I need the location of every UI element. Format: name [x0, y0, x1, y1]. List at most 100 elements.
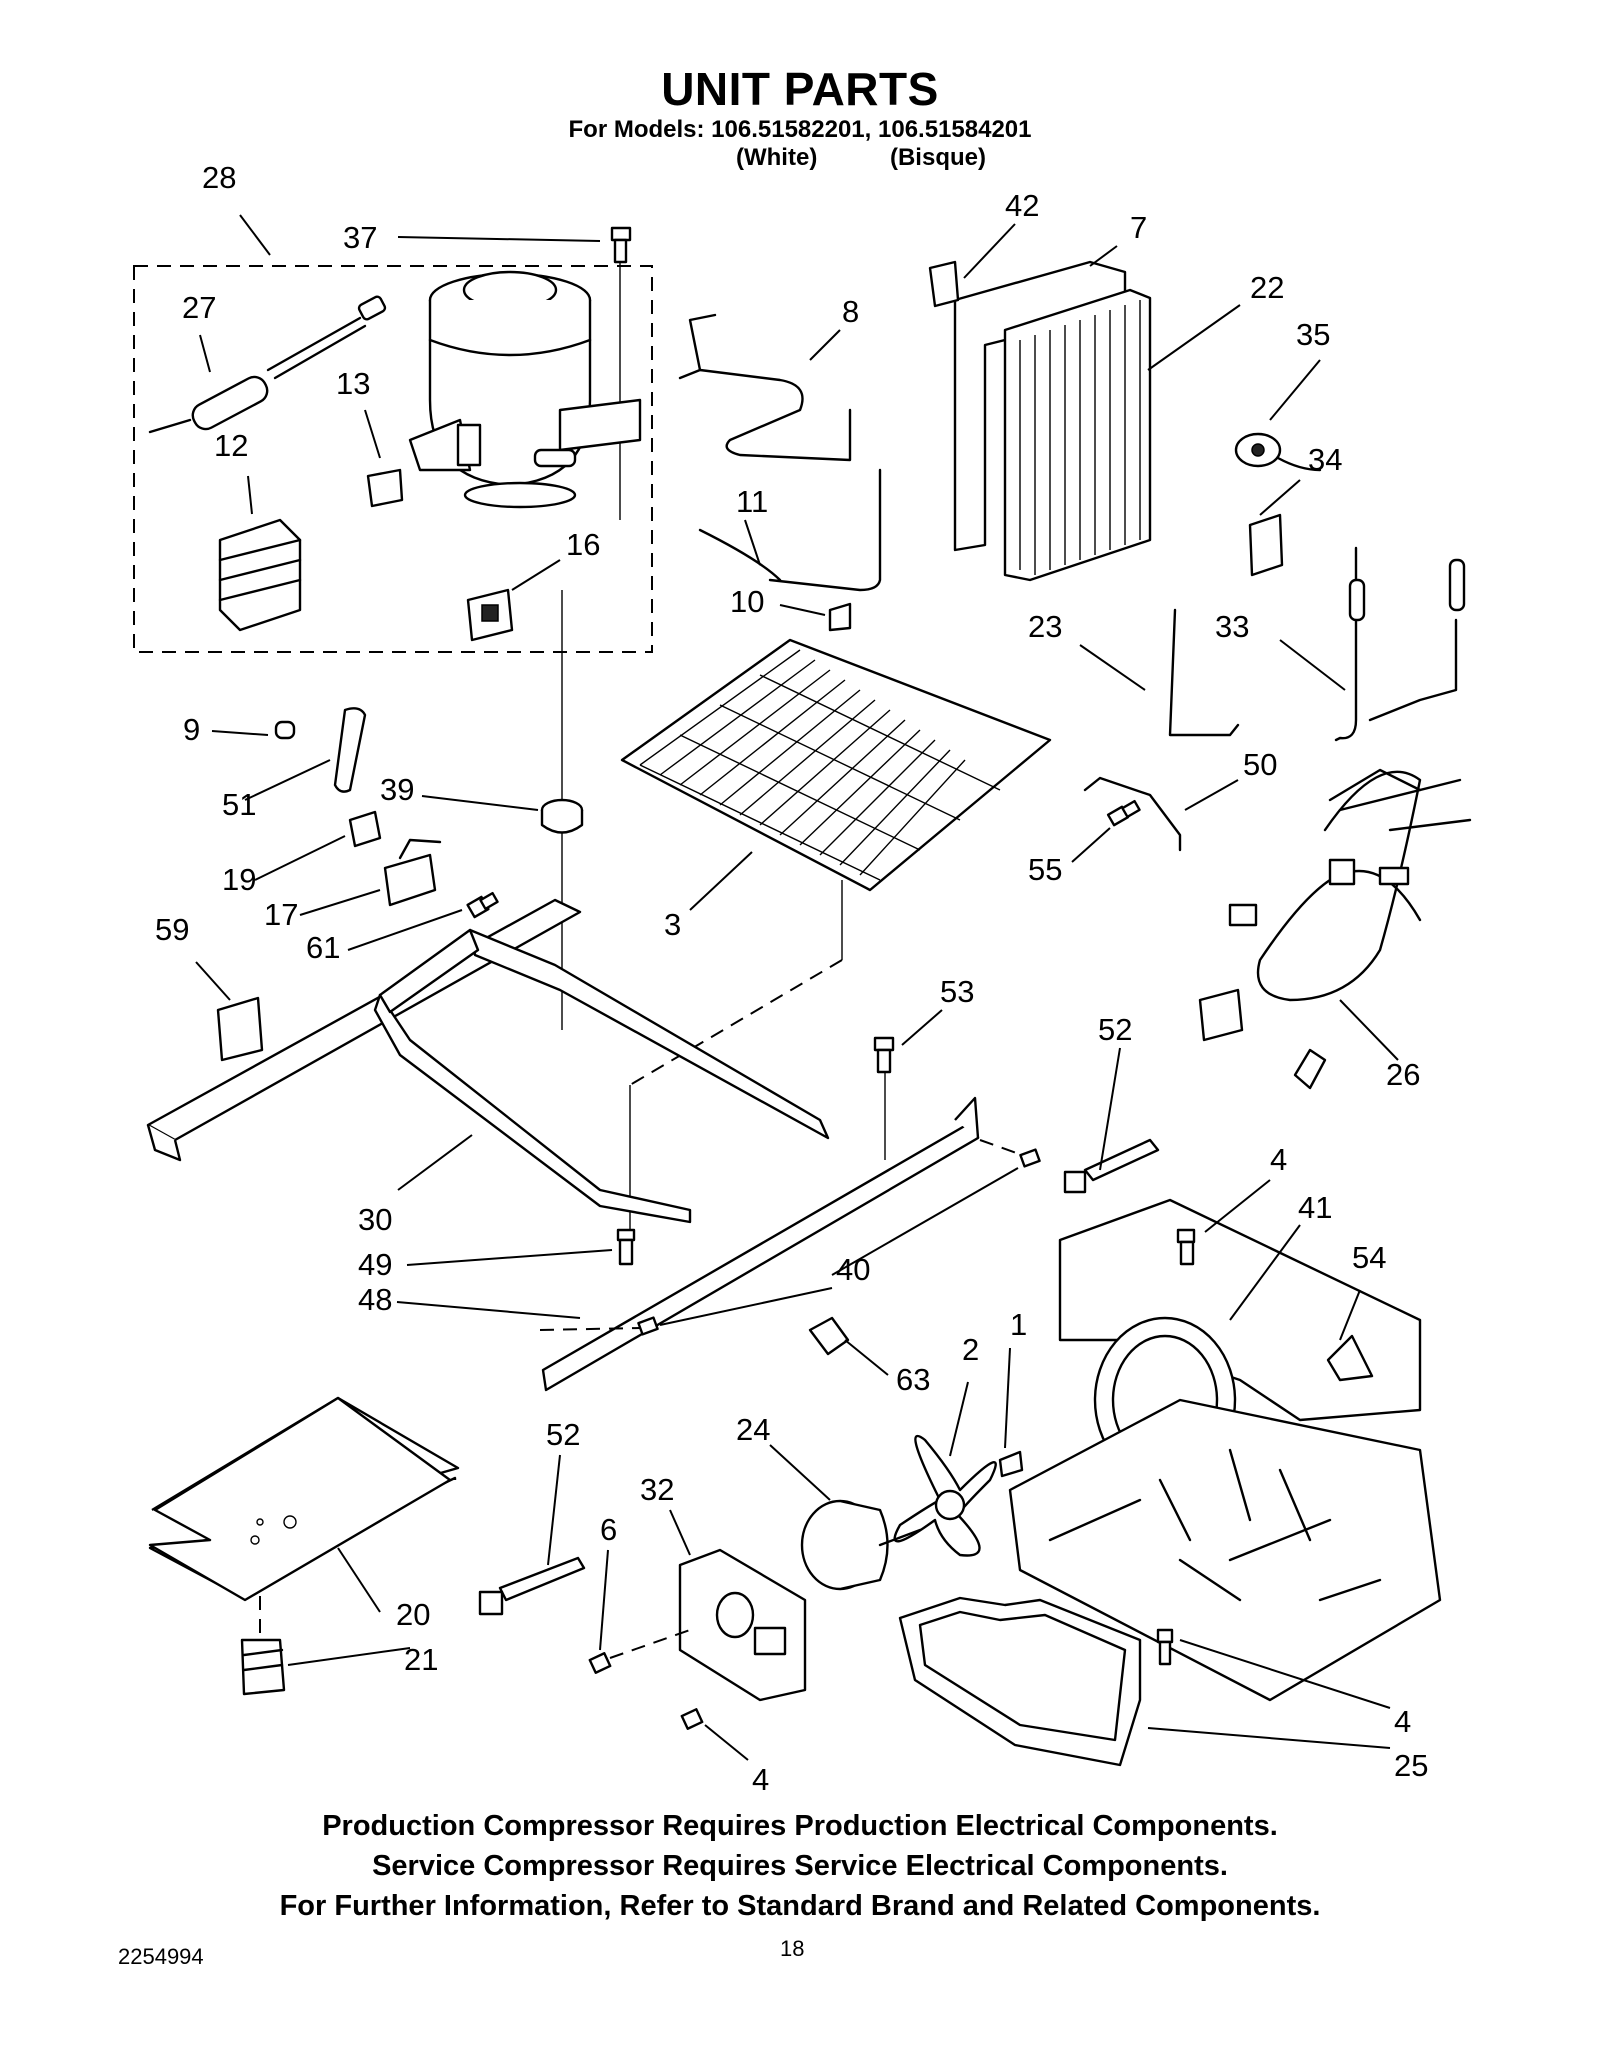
- clip-59: [216, 996, 264, 1062]
- callout-8: 8: [842, 294, 859, 329]
- thermostat-35: [1234, 432, 1322, 472]
- callout-54: 54: [1352, 1240, 1386, 1275]
- footer-note-1: Production Compressor Requires Productio…: [322, 1810, 1278, 1842]
- condenser-3: [620, 638, 1052, 892]
- part-17: [383, 838, 442, 907]
- callout-10: 10: [730, 584, 764, 619]
- grommet-39: [540, 798, 584, 834]
- screw-6: [588, 1629, 691, 1674]
- cable-tie-52-upper: [1063, 1138, 1160, 1194]
- compressor: [408, 270, 642, 509]
- callout-21: 21: [404, 1642, 438, 1677]
- callout-35: 35: [1296, 317, 1330, 352]
- screw-37: [610, 226, 632, 264]
- screw-53: [873, 1036, 895, 1074]
- callout-labels: 28 37 27 13 12 16 42 7 22 8 35 34 11 10 …: [155, 160, 1428, 1797]
- screw-40a: [539, 1316, 659, 1336]
- callout-11: 11: [736, 484, 768, 519]
- compressor-group-box: [133, 265, 653, 653]
- callout-59: 59: [155, 912, 189, 947]
- callout-23: 23: [1028, 609, 1062, 644]
- fan-motor-24: [800, 1499, 922, 1591]
- callout-3: 3: [664, 907, 681, 942]
- callout-61: 61: [306, 930, 340, 965]
- leader-lines: [195, 214, 1399, 1761]
- drier-27: [148, 295, 387, 434]
- fan-blade-2: [893, 1434, 997, 1557]
- callout-27: 27: [182, 290, 216, 325]
- guide-line: [629, 959, 843, 1086]
- nut-63: [808, 1316, 850, 1356]
- cable-tie-52-lower: [478, 1556, 586, 1616]
- clip-10: [828, 602, 852, 632]
- motor-bracket-32: [678, 1548, 807, 1702]
- callout-9: 9: [183, 712, 200, 747]
- bracket-50: [1083, 776, 1182, 852]
- model-colors: (White) (Bisque): [736, 144, 986, 172]
- callout-33: 33: [1215, 609, 1249, 644]
- clip-1: [998, 1450, 1024, 1478]
- hook-23: [1168, 608, 1240, 737]
- callout-40: 40: [836, 1252, 870, 1287]
- callout-4-shroud: 4: [1270, 1142, 1287, 1177]
- screw-49: [616, 1228, 636, 1266]
- document-number: 2254994: [118, 1944, 204, 1969]
- clip-13: [366, 468, 404, 508]
- clip-34: [1248, 513, 1284, 577]
- page-number: 18: [780, 1936, 805, 1961]
- callout-6: 6: [600, 1512, 617, 1547]
- callout-52-lower: 52: [546, 1417, 580, 1452]
- callout-30: 30: [358, 1202, 392, 1237]
- callout-24: 24: [736, 1412, 770, 1447]
- callout-25: 25: [1394, 1748, 1428, 1783]
- screw-4-lower: [680, 1708, 704, 1730]
- callout-49: 49: [358, 1247, 392, 1282]
- callout-12: 12: [214, 428, 248, 463]
- drain-pan-25: [898, 1596, 1142, 1767]
- evaporator: [928, 260, 1152, 582]
- cover-20: [148, 1396, 460, 1602]
- callout-39: 39: [380, 772, 414, 807]
- callout-4-lower: 4: [752, 1762, 769, 1797]
- callout-13: 13: [336, 366, 370, 401]
- screw-55: [1106, 799, 1141, 827]
- callout-48: 48: [358, 1282, 392, 1317]
- callout-63: 63: [896, 1362, 930, 1397]
- hose-51: [333, 707, 367, 793]
- capacitor-16: [466, 588, 514, 642]
- page-title: UNIT PARTS: [661, 63, 939, 115]
- callout-2: 2: [962, 1332, 979, 1367]
- callout-26: 26: [1386, 1057, 1420, 1092]
- callout-51: 51: [222, 787, 256, 822]
- tube-11: [698, 528, 782, 582]
- callout-52-upper: 52: [1098, 1012, 1132, 1047]
- screw-40b: [979, 1139, 1041, 1168]
- color-white-label: (White): [736, 144, 818, 171]
- wire-nut-54: [1326, 1334, 1374, 1382]
- callout-19: 19: [222, 862, 256, 897]
- foot-21: [240, 1638, 286, 1696]
- base-frame-30: [146, 898, 830, 1224]
- tube-8: [678, 313, 852, 462]
- callout-22: 22: [1250, 270, 1284, 305]
- color-bisque-label: (Bisque): [889, 144, 986, 171]
- rail-48: [541, 1096, 980, 1392]
- callout-20: 20: [396, 1597, 430, 1632]
- screw-4-shroud: [1176, 1228, 1196, 1266]
- callout-16: 16: [566, 527, 600, 562]
- footer-note-3: For Further Information, Refer to Standa…: [279, 1890, 1321, 1922]
- callout-32: 32: [640, 1472, 674, 1507]
- callout-55: 55: [1028, 852, 1062, 887]
- callout-53: 53: [940, 974, 974, 1009]
- callout-1: 1: [1010, 1307, 1027, 1342]
- screw-61: [466, 891, 499, 919]
- callout-37: 37: [343, 220, 377, 255]
- harness-26: [1198, 768, 1472, 1090]
- callout-4-base: 4: [1394, 1704, 1411, 1739]
- callout-7: 7: [1130, 210, 1147, 245]
- plug-9: [274, 720, 296, 740]
- callout-34: 34: [1308, 442, 1342, 477]
- tube-33: [1334, 546, 1466, 742]
- callout-17: 17: [264, 897, 298, 932]
